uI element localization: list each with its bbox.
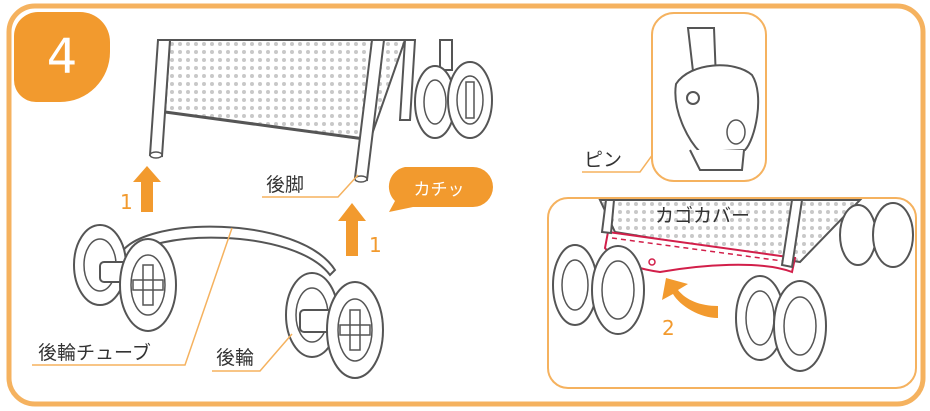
up-arrow-right xyxy=(338,203,366,256)
front-wheels xyxy=(398,39,493,139)
basket-cover-label: カゴカバー xyxy=(655,205,751,227)
curved-arrow xyxy=(662,278,718,318)
rear-leg-label: 後脚 xyxy=(266,174,305,196)
rear-legs xyxy=(148,39,386,183)
outer-frame xyxy=(6,3,926,407)
pin-inset xyxy=(651,12,767,182)
step-number-badge: 4 xyxy=(14,12,110,102)
arrow-step-1-right: 1 xyxy=(369,233,382,257)
rear-wheel-label: 後輪 xyxy=(216,347,255,369)
click-sound-bubble: カチッ xyxy=(383,165,495,213)
basket-cover-inset xyxy=(547,197,917,389)
arrow-step-1-left: 1 xyxy=(120,190,133,214)
click-sound-text: カチッ xyxy=(413,179,465,200)
rear-wheel-tube-label: 後輪チューブ xyxy=(38,342,151,364)
up-arrow-left xyxy=(133,166,161,212)
arrow-step-2: 2 xyxy=(662,316,675,340)
pin-label: ピン xyxy=(584,149,623,171)
rear-wheel-tube xyxy=(73,224,384,379)
step-number: 4 xyxy=(46,29,78,85)
